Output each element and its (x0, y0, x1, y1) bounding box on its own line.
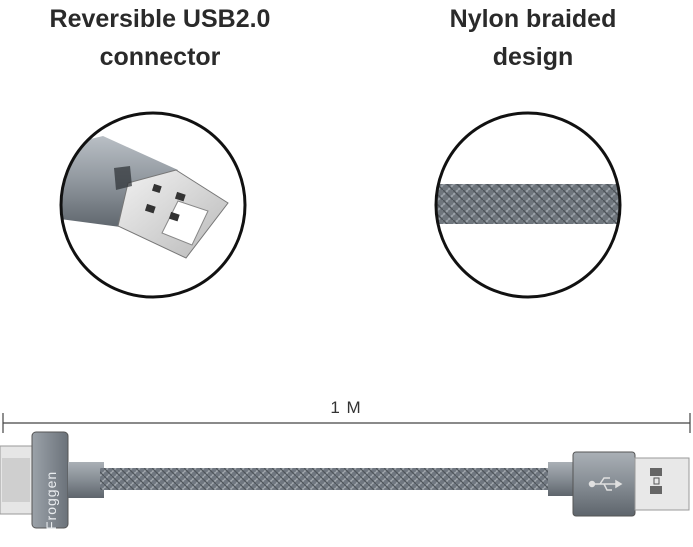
closeup-circle-frame (59, 111, 247, 299)
braided-cable-segment (436, 184, 620, 224)
nylon-braided-title: Nylon braided design (372, 0, 693, 76)
nylon-braided-title-line1: Nylon braided (449, 5, 617, 33)
nylon-braided-title-line2: design (492, 43, 574, 71)
braided-cable (100, 468, 580, 490)
30-pin-connector (0, 431, 104, 529)
usb-connector-title: Reversible USB2.0 connector (0, 0, 320, 76)
length-label: 1 M (330, 398, 362, 417)
usb-connector-closeup (59, 111, 247, 299)
closeup-circle-frame (434, 111, 622, 299)
dimension-line (2, 413, 691, 433)
usb-connector-title-line2: connector (99, 43, 221, 71)
nylon-braid-closeup (434, 111, 622, 299)
usb-symbol-icon (588, 477, 623, 491)
usb-a-connector (548, 451, 690, 517)
usb-connector-title-line1: Reversible USB2.0 (49, 5, 271, 33)
cable-product: Froggen (0, 413, 691, 530)
brand-label: Froggen (43, 471, 59, 530)
